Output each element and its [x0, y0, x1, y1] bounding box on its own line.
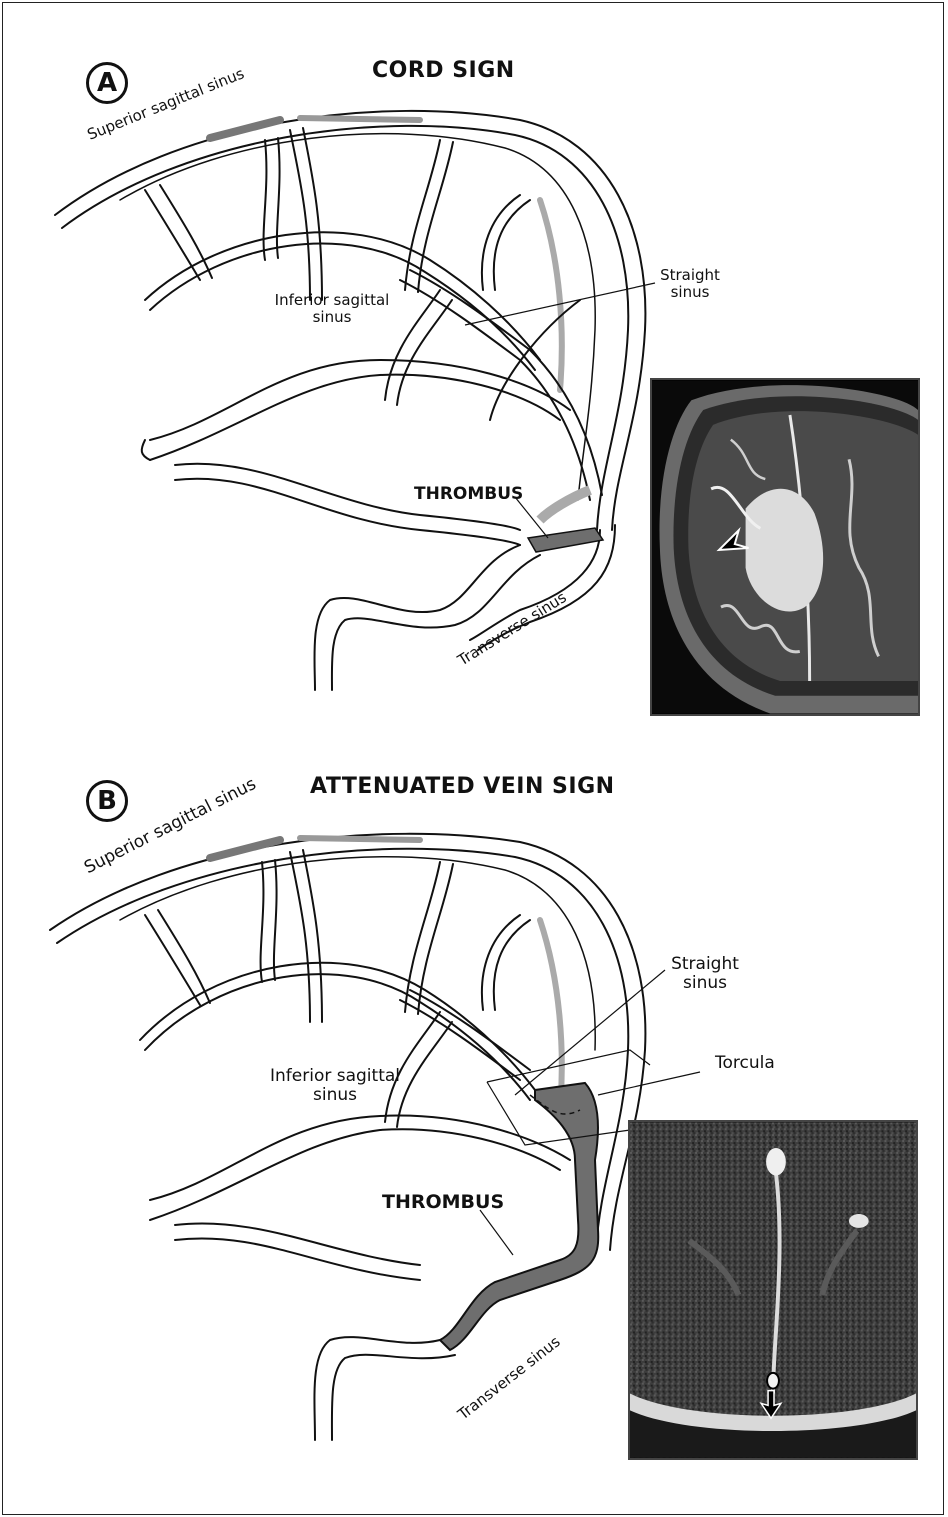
ct-inset [628, 1120, 918, 1460]
inferior-sagittal-sinus-label-b-line2: sinus [265, 1087, 405, 1104]
torcula-label: Torcula [715, 1055, 775, 1072]
inferior-sagittal-sinus-label-a-line1: Inferior sagittal [272, 292, 392, 309]
inferior-sagittal-sinus-label-b-line1: Inferior sagittal [265, 1068, 405, 1085]
inferior-sagittal-sinus-label-a-line2: sinus [272, 309, 392, 326]
straight-sinus-label-b-line1: Straight [660, 956, 750, 973]
straight-sinus-label-a-line2: sinus [650, 284, 730, 301]
panel-a: A CORD SIGN [0, 0, 948, 750]
panel-b: B ATTENUATED VEIN SIGN [0, 750, 948, 1517]
straight-sinus-label-b-line2: sinus [660, 975, 750, 992]
thrombus-label-b: THROMBUS [382, 1194, 504, 1211]
mri-t2-inset [650, 378, 920, 716]
thrombus-label-a: THROMBUS [414, 486, 523, 503]
straight-sinus-label-a-line1: Straight [650, 267, 730, 284]
